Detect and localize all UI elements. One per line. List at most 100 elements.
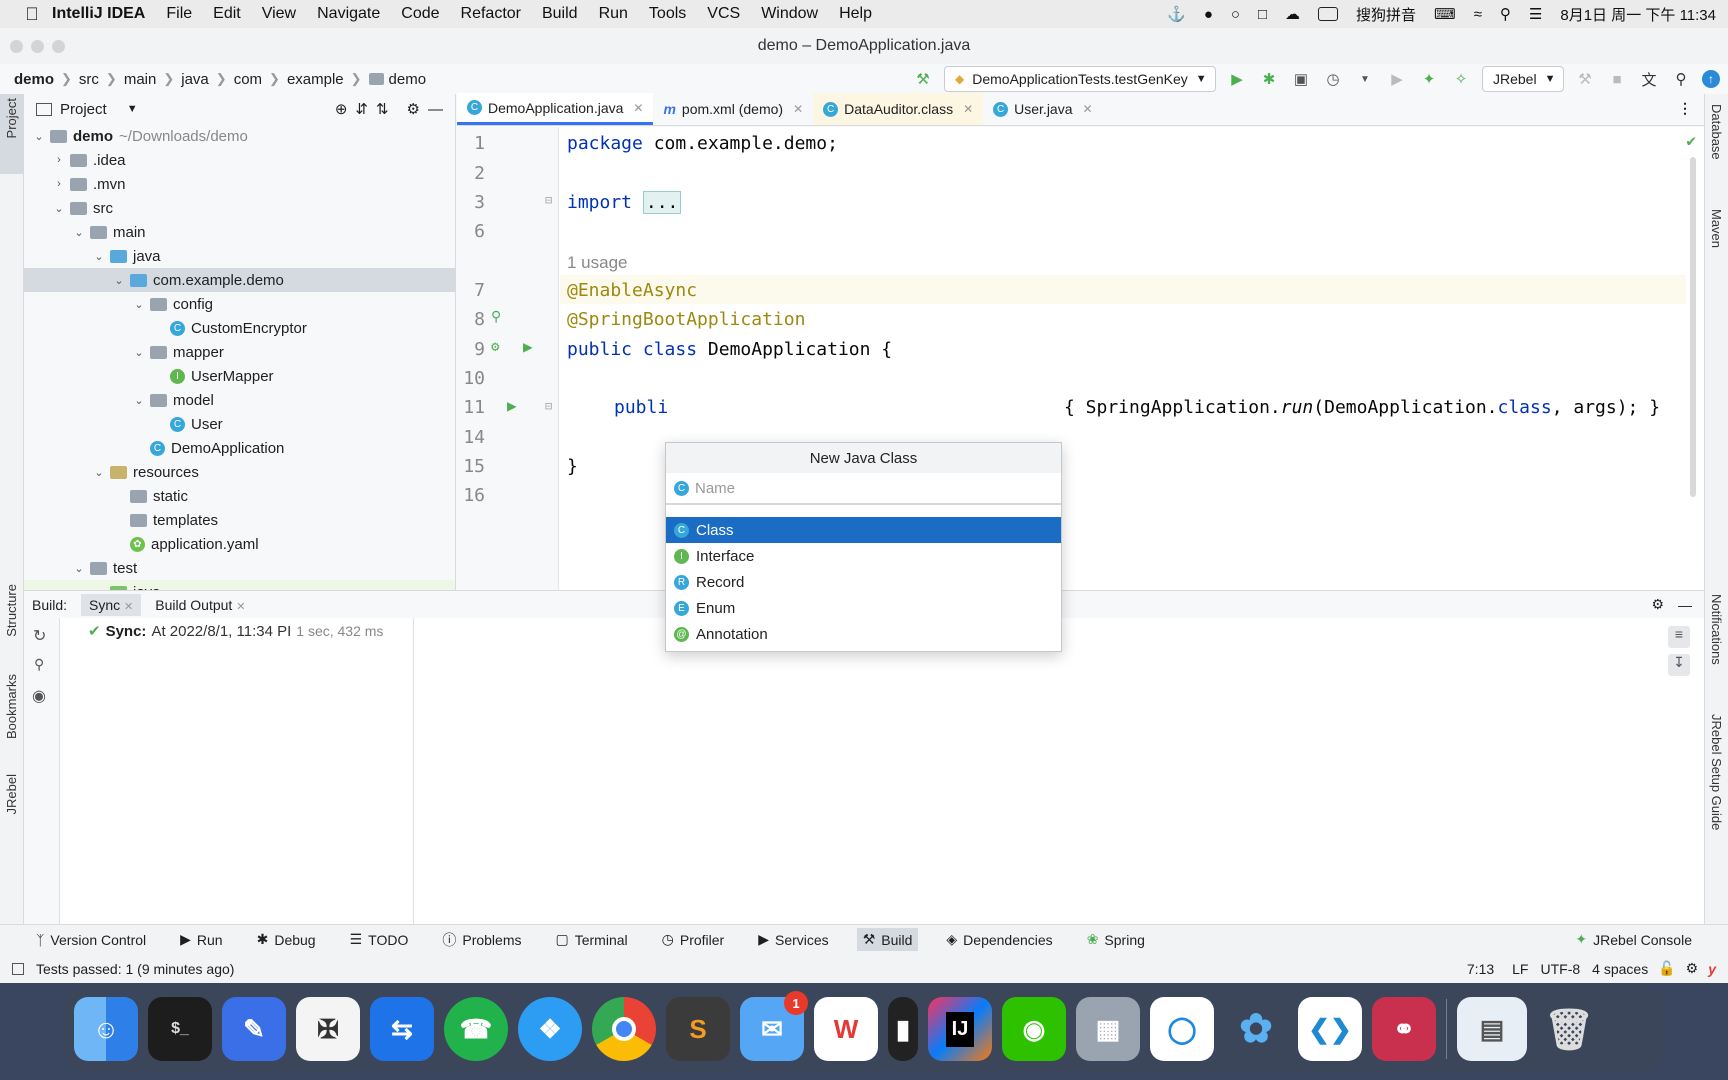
expand-all-icon[interactable]: ⇵: [355, 101, 368, 118]
tree-item[interactable]: templates: [24, 508, 455, 532]
hide-icon[interactable]: —: [1678, 596, 1692, 613]
basketball-icon[interactable]: ●: [1203, 5, 1213, 23]
menu-edit[interactable]: Edit: [213, 5, 241, 22]
close-icon[interactable]: ✕: [963, 102, 974, 116]
tool-jrebel-console[interactable]: ✦JRebel Console: [1575, 931, 1692, 948]
bookmarks-strip-label[interactable]: Bookmarks: [4, 674, 19, 740]
soft-wrap-icon[interactable]: ≡: [1668, 626, 1690, 648]
breadcrumb-item[interactable]: main: [123, 70, 157, 88]
run-configuration-select[interactable]: ◆ DemoApplicationTests.testGenKey ▼: [944, 66, 1216, 92]
battery-icon[interactable]: [1318, 7, 1339, 21]
menu-refactor[interactable]: Refactor: [460, 5, 521, 22]
chevron-down-icon[interactable]: ⌄: [74, 562, 84, 575]
qq-icon[interactable]: ◯: [1150, 997, 1214, 1061]
menu-help[interactable]: Help: [839, 5, 872, 22]
tab-pom[interactable]: m pom.xml (demo) ✕: [653, 93, 813, 125]
tool-dependencies[interactable]: ◈Dependencies: [946, 931, 1053, 948]
clock[interactable]: 8月1日 周一 下午 11:34: [1560, 6, 1716, 24]
apple-icon[interactable]: : [12, 4, 52, 25]
check-ok-icon[interactable]: ✔: [1686, 131, 1696, 150]
tree-item[interactable]: ✿application.yaml: [24, 532, 455, 556]
mail-icon[interactable]: ✉1: [740, 991, 808, 1061]
notifications-strip-label[interactable]: Notifications: [1709, 594, 1724, 665]
settings-icon[interactable]: ⚙: [1685, 960, 1699, 976]
tree-item[interactable]: ⌄demo~/Downloads/demo: [24, 124, 455, 148]
chevron-down-icon[interactable]: ⌄: [34, 130, 44, 143]
stacks-icon[interactable]: ✿: [1239, 1007, 1273, 1051]
jrebel-debug-icon[interactable]: ✧: [1454, 71, 1468, 88]
stop-disabled-icon[interactable]: ▶: [1391, 71, 1403, 88]
chevron-down-icon[interactable]: ⌄: [114, 274, 124, 287]
menu-navigate[interactable]: Navigate: [317, 5, 381, 22]
chevron-down-icon[interactable]: ⌄: [54, 202, 64, 215]
box-icon[interactable]: □: [1257, 5, 1268, 23]
close-icon[interactable]: ✕: [793, 102, 804, 116]
database-strip-label[interactable]: Database: [1709, 104, 1724, 160]
run-icon[interactable]: ▶: [1231, 71, 1243, 88]
refresh-icon[interactable]: ↻: [33, 628, 47, 645]
project-tool-tab[interactable]: [0, 94, 23, 174]
scroll-end-icon[interactable]: ↧: [1668, 654, 1690, 676]
tree-item[interactable]: ›.idea: [24, 148, 455, 172]
yourkit-icon[interactable]: y: [1708, 960, 1716, 977]
menu-app[interactable]: IntelliJ IDEA: [52, 5, 146, 22]
breadcrumb-item[interactable]: java: [181, 70, 209, 88]
locate-icon[interactable]: ⊕: [334, 101, 348, 118]
menu-run[interactable]: Run: [598, 5, 628, 22]
breadcrumb-item[interactable]: src: [78, 70, 99, 88]
eye-icon[interactable]: ◉: [32, 688, 46, 705]
menu-tools[interactable]: Tools: [648, 5, 687, 22]
chevron-down-icon[interactable]: ⌄: [74, 226, 84, 239]
safari-icon[interactable]: ❖: [518, 997, 582, 1061]
git-icon[interactable]: ⚭: [1372, 997, 1436, 1061]
vscode-icon[interactable]: ❮❯: [1298, 997, 1362, 1061]
menu-vcs[interactable]: VCS: [707, 5, 741, 22]
tree-item[interactable]: ⌄src: [24, 196, 455, 220]
fold-icon[interactable]: ⊟: [545, 193, 553, 207]
pin-icon[interactable]: ⚲: [34, 656, 45, 672]
chevron-down-icon[interactable]: ▼: [126, 103, 138, 115]
docker-icon[interactable]: ⚓: [1167, 6, 1186, 23]
preview-icon[interactable]: ▤: [1457, 997, 1527, 1061]
chrome-icon[interactable]: [592, 997, 656, 1061]
minimize-window-button[interactable]: [31, 40, 44, 53]
tool-debug[interactable]: ✱Debug: [256, 931, 316, 948]
structure-strip-label[interactable]: Structure: [4, 584, 19, 637]
close-icon[interactable]: ✕: [1082, 102, 1093, 116]
close-icon[interactable]: ✕: [633, 100, 644, 115]
chevron-down-icon[interactable]: ⌄: [134, 394, 144, 407]
sync-row[interactable]: ✔ Sync: At 2022/8/1, 11:34 PI 1 sec, 432…: [88, 622, 383, 641]
teamviewer-icon[interactable]: ⇆: [370, 997, 434, 1061]
tool-profiler[interactable]: ◷Profiler: [661, 931, 725, 948]
wifi-icon[interactable]: ≈: [1473, 5, 1482, 23]
tab-build-output[interactable]: Build Output ✕: [155, 596, 246, 613]
tree-item[interactable]: ⌄config: [24, 292, 455, 316]
name-field[interactable]: C: [666, 473, 1061, 505]
panel-toggle-icon[interactable]: [12, 962, 24, 975]
inkscape-icon[interactable]: ✠: [296, 997, 360, 1061]
control-center-icon[interactable]: ☰: [1528, 6, 1543, 23]
collapse-all-icon[interactable]: ⇅: [375, 101, 389, 118]
wps-icon[interactable]: W: [814, 997, 878, 1061]
profile-icon[interactable]: ◷: [1326, 71, 1340, 88]
fold-icon[interactable]: ⊟: [545, 399, 553, 413]
hide-icon[interactable]: —: [428, 100, 443, 118]
tool-terminal[interactable]: ▢Terminal: [555, 931, 628, 948]
maven-strip-label[interactable]: Maven: [1709, 209, 1724, 249]
tree-item[interactable]: ⌄com.example.demo: [24, 268, 455, 292]
breadcrumb-item[interactable]: com: [233, 70, 263, 88]
stop-icon[interactable]: ■: [1612, 70, 1622, 88]
gear-icon[interactable]: ⚙: [406, 101, 420, 118]
jrebel-select[interactable]: JRebel ▼: [1482, 66, 1564, 92]
tree-item[interactable]: ⌄model: [24, 388, 455, 412]
tab-user[interactable]: C User.java ✕: [983, 93, 1102, 125]
chevron-down-icon[interactable]: ⌄: [94, 466, 104, 479]
chevron-down-icon[interactable]: ⌄: [134, 346, 144, 359]
lock-icon[interactable]: 🔓: [1658, 960, 1676, 976]
sublime-icon[interactable]: S: [666, 997, 730, 1061]
tool-spring[interactable]: ❀Spring: [1086, 931, 1145, 948]
